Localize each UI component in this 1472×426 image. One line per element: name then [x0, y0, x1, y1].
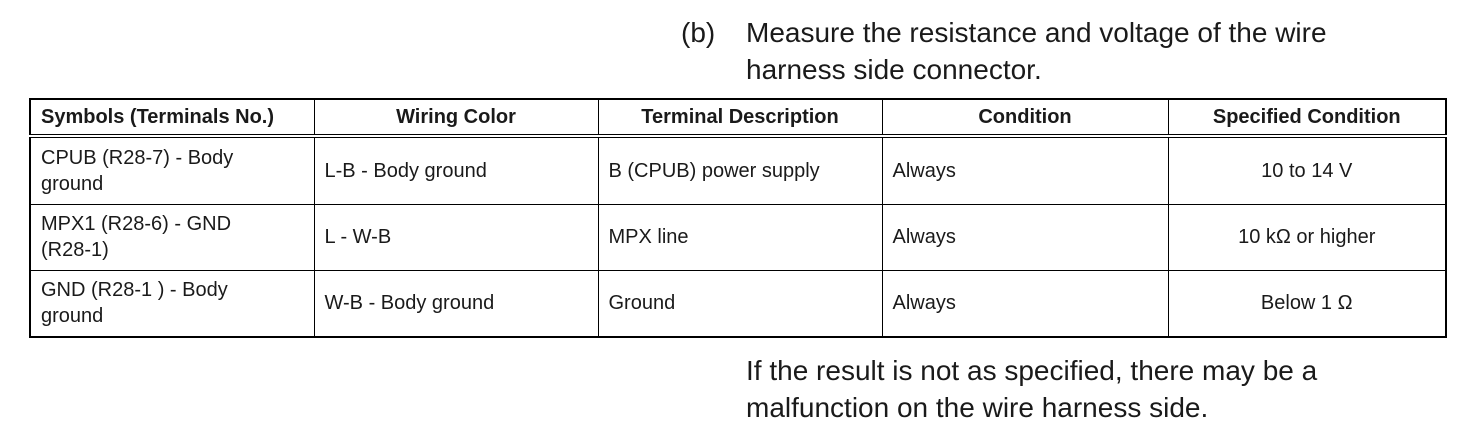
table-row: MPX1 (R28-6) - GND (R28-1) L - W-B MPX l… [29, 203, 1447, 271]
specified-cell: 10 to 14 V [1167, 135, 1447, 205]
specified-cell: 10 kΩ or higher [1167, 203, 1447, 271]
condition-cell: Always [881, 135, 1169, 205]
header-terminal-description: Terminal Description [597, 98, 883, 138]
header-condition: Condition [881, 98, 1169, 138]
wiring-color-cell: L-B - Body ground [313, 135, 599, 205]
symbol-cell: CPUB (R28-7) - Body ground [29, 135, 315, 205]
table-row: CPUB (R28-7) - Body ground L-B - Body gr… [29, 135, 1447, 205]
instruction-text: Measure the resistance and voltage of th… [746, 14, 1446, 88]
header-wiring-color: Wiring Color [313, 98, 599, 138]
header-symbols: Symbols (Terminals No.) [29, 98, 315, 138]
description-cell: MPX line [597, 203, 883, 271]
result-note: If the result is not as specified, there… [746, 352, 1446, 426]
specified-cell: Below 1 Ω [1167, 269, 1447, 338]
symbol-line: (R28-1) [41, 239, 109, 262]
instruction-line-2: harness side connector. [746, 54, 1042, 85]
specification-table: Symbols (Terminals No.) Wiring Color Ter… [29, 98, 1447, 338]
symbol-line: ground [41, 305, 104, 328]
symbol-cell: GND (R28-1 ) - Body ground [29, 269, 315, 338]
symbol-line: CPUB (R28-7) - Body [41, 146, 234, 169]
description-cell: Ground [597, 269, 883, 338]
instruction-line-1: Measure the resistance and voltage of th… [746, 17, 1327, 48]
note-line-1: If the result is not as specified, there… [746, 355, 1318, 386]
wiring-color-cell: L - W-B [313, 203, 599, 271]
wiring-color-cell: W-B - Body ground [313, 269, 599, 338]
condition-cell: Always [881, 269, 1169, 338]
step-label: (b) [681, 17, 716, 48]
table-header-row: Symbols (Terminals No.) Wiring Color Ter… [29, 98, 1447, 138]
table-row: GND (R28-1 ) - Body ground W-B - Body gr… [29, 269, 1447, 338]
symbol-line: MPX1 (R28-6) - GND [41, 213, 232, 236]
header-specified-condition: Specified Condition [1167, 98, 1447, 138]
description-cell: B (CPUB) power supply [597, 135, 883, 205]
note-line-2: malfunction on the wire harness side. [746, 392, 1209, 423]
symbol-cell: MPX1 (R28-6) - GND (R28-1) [29, 203, 315, 271]
condition-cell: Always [881, 203, 1169, 271]
symbol-line: ground [41, 172, 104, 195]
symbol-line: GND (R28-1 ) - Body [41, 279, 228, 302]
